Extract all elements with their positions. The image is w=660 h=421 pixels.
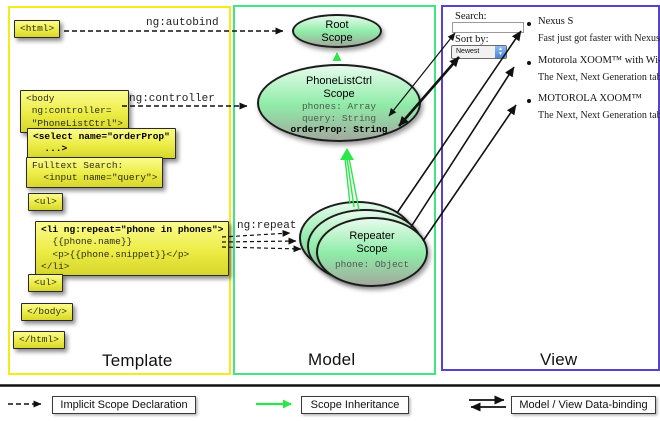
ng-autobind-label: ng:autobind [146, 17, 219, 29]
legend-implicit-scope-declaration: Implicit Scope Declaration [52, 396, 196, 414]
phonelistctrl-scope-orderprop: orderProp: String [290, 124, 388, 136]
ng-controller-label: ng:controller [129, 93, 215, 105]
view-sort-label: Sort by: [455, 34, 489, 45]
view-item-title: MOTOROLA XOOM™ [538, 93, 642, 104]
bullet-icon [527, 22, 531, 26]
view-item-title: Motorola XOOM™ with Wi-Fi [538, 55, 660, 66]
view-sort-value: Newest [456, 48, 480, 55]
view-item-desc: Fast just got faster with Nexus S. [538, 33, 660, 44]
ng-repeat-label: ng:repeat [237, 220, 297, 232]
code-fulltext-search: Fulltext Search: <input name="query"> [26, 157, 164, 188]
repeater-scope-ellipse: Repeater Scope phone: Object [316, 217, 428, 287]
view-item-desc: The Next, Next Generation tablet. [538, 72, 660, 83]
code-body-open: <body ng:controller= "PhoneListCtrl"> [20, 90, 129, 134]
legend-model-view-databinding: Model / View Data-binding [511, 396, 656, 414]
bullet-icon [527, 61, 531, 65]
code-select: <select name="orderProp" ...> [27, 128, 176, 159]
template-section-label: Template [102, 351, 173, 370]
code-html-close: </html> [13, 331, 65, 350]
view-search-input[interactable] [452, 22, 524, 33]
code-li-line1: <li ng:repeat="phone in phones"> [41, 224, 224, 235]
code-ul-close: <ul> [28, 274, 63, 293]
view-section-label: View [540, 350, 578, 369]
view-sort-dropdown[interactable]: Newest ▲▼ [451, 45, 507, 59]
root-scope-title: Root Scope [321, 19, 353, 44]
root-scope-ellipse: Root Scope [292, 14, 382, 48]
view-item-title: Nexus S [538, 16, 574, 27]
phonelistctrl-scope-title: PhoneListCtrl Scope [305, 75, 373, 100]
phonelistctrl-scope-props: phones: Array query: String [301, 100, 377, 124]
legend-scope-inheritance: Scope Inheritance [301, 396, 409, 414]
model-section-box [233, 5, 436, 375]
repeater-scope-prop: phone: Object [334, 258, 410, 270]
code-body-close: </body> [21, 303, 73, 322]
view-search-label: Search: [455, 11, 487, 22]
dropdown-stepper-icon: ▲▼ [495, 46, 506, 58]
view-item-desc: The Next, Next Generation tablet. [538, 110, 660, 121]
code-html-open: <html> [14, 20, 61, 39]
code-li-repeat: <li ng:repeat="phone in phones"> {{phone… [35, 221, 230, 277]
code-li-rest: {{phone.name}} <p>{{phone.snippet}}</p> … [41, 236, 190, 273]
phonelistctrl-scope-ellipse: PhoneListCtrl Scope phones: Array query:… [257, 64, 421, 142]
model-section-label: Model [308, 350, 356, 369]
bullet-icon [527, 99, 531, 103]
code-ul-open: <ul> [28, 193, 63, 212]
repeater-scope-title: Repeater Scope [349, 230, 395, 255]
